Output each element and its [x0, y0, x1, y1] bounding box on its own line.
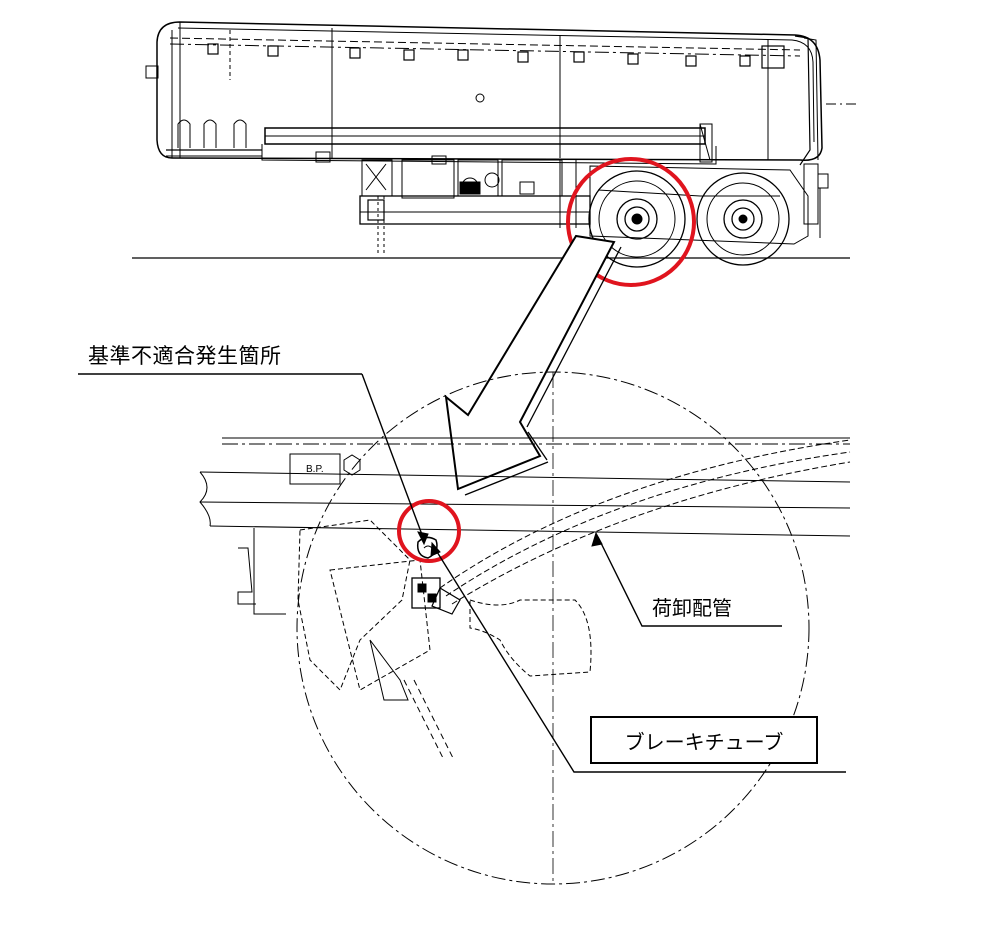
defect-area-circle-top: [566, 157, 696, 287]
unloading-pipe-label: 荷卸配管: [652, 596, 732, 620]
tank-trailer-side-view: [132, 21, 860, 268]
svg-text:B.P.: B.P.: [306, 464, 324, 475]
detail-view: B.P.: [199, 371, 851, 885]
leader-brake-line: [433, 546, 846, 773]
leader-defect-line: [361, 373, 425, 541]
defect-area-circle-detail: [397, 499, 461, 563]
defect-location-label: 基準不適合発生箇所: [88, 344, 282, 368]
zoom-arrow: [444, 234, 616, 491]
brake-tube-label: ブレーキチューブ: [590, 716, 818, 764]
leader-pipe-line: [597, 536, 782, 627]
